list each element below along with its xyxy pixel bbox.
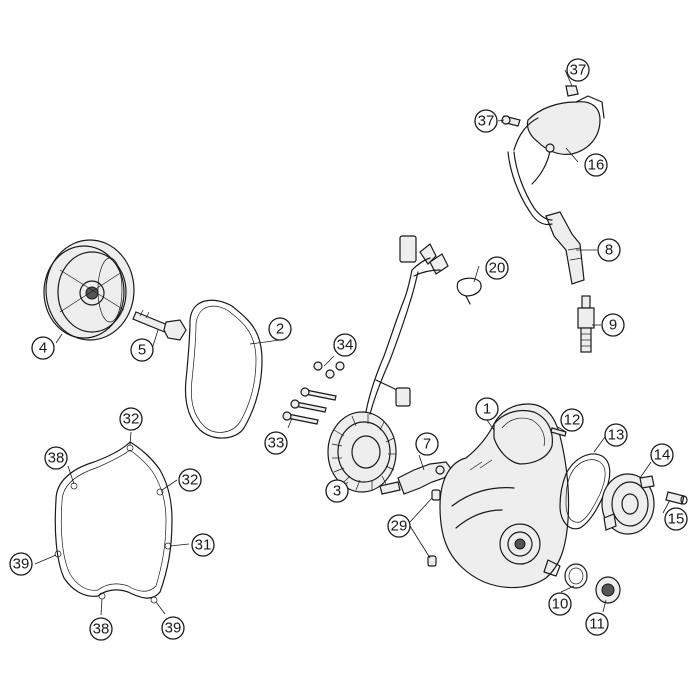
callout-number: 15 xyxy=(668,511,685,528)
callout-number: 11 xyxy=(589,616,605,633)
callout-number: 16 xyxy=(588,157,605,174)
part-gasket-2 xyxy=(184,299,263,439)
callout-1: 1 xyxy=(475,397,499,421)
part-stator xyxy=(327,235,449,493)
callout-number: 37 xyxy=(570,62,587,79)
part-dowel-pins xyxy=(427,489,441,567)
callout-20: 20 xyxy=(485,256,509,280)
callout-15: 15 xyxy=(664,507,688,531)
leader-lines xyxy=(34,69,671,616)
callout-number: 31 xyxy=(195,537,212,554)
callout-33: 33 xyxy=(264,431,288,455)
callout-31: 31 xyxy=(191,533,215,557)
part-washer xyxy=(595,576,621,604)
callout-number: 2 xyxy=(276,321,284,338)
part-starter-cover xyxy=(601,473,655,535)
callout-3: 3 xyxy=(325,479,349,503)
callout-13: 13 xyxy=(604,423,628,447)
callout-number: 3 xyxy=(333,483,341,500)
callout-8: 8 xyxy=(597,238,621,262)
callout-14: 14 xyxy=(650,443,674,467)
callout-9: 9 xyxy=(601,313,625,337)
callout-number: 38 xyxy=(48,450,65,467)
callout-number: 7 xyxy=(423,436,431,453)
callout-5: 5 xyxy=(130,338,154,362)
part-engine-cover xyxy=(439,403,570,589)
callout-number: 34 xyxy=(337,337,354,354)
callout-7: 7 xyxy=(415,432,439,456)
callout-39-left: 39 xyxy=(9,552,33,576)
callout-number: 13 xyxy=(608,427,625,444)
callout-39-right: 39 xyxy=(161,616,185,640)
callout-number: 39 xyxy=(13,556,30,573)
callout-32-top: 32 xyxy=(119,407,143,431)
callout-number: 1 xyxy=(483,401,491,418)
callout-4: 4 xyxy=(31,336,55,360)
callout-37-top: 37 xyxy=(566,58,590,82)
callout-number: 39 xyxy=(165,620,182,637)
callout-number: 10 xyxy=(552,596,569,613)
callout-number: 29 xyxy=(391,518,408,535)
callout-37-left: 37 xyxy=(474,109,498,133)
callout-number: 14 xyxy=(654,447,671,464)
callout-34: 34 xyxy=(333,333,357,357)
callout-number: 37 xyxy=(478,113,495,130)
part-cable-tie xyxy=(456,277,482,305)
callout-11: 11 xyxy=(585,612,609,636)
callout-38-top: 38 xyxy=(44,446,68,470)
part-spark-plug xyxy=(577,295,595,353)
part-flywheel-rotor xyxy=(43,239,135,341)
part-bracket xyxy=(379,461,453,495)
callout-12: 12 xyxy=(560,408,584,432)
callout-number: 20 xyxy=(489,260,506,277)
callout-38-bottom: 38 xyxy=(89,617,113,641)
part-ignition-coil xyxy=(507,95,605,226)
callout-32-right: 32 xyxy=(178,468,202,492)
callout-29: 29 xyxy=(387,514,411,538)
part-cover-gasket xyxy=(54,441,173,604)
part-coil-bolts xyxy=(501,85,579,127)
callout-number: 38 xyxy=(93,621,110,638)
part-flywheel-bolt xyxy=(132,309,187,341)
callout-number: 32 xyxy=(123,411,140,428)
part-stator-screws xyxy=(282,361,345,425)
callout-number: 32 xyxy=(182,472,199,489)
callout-number: 4 xyxy=(39,340,47,357)
part-gasket-13 xyxy=(559,453,611,530)
callout-10: 10 xyxy=(548,592,572,616)
part-screw-12 xyxy=(550,427,567,437)
callout-number: 12 xyxy=(564,412,581,429)
callout-number: 33 xyxy=(268,435,285,452)
callout-number: 5 xyxy=(138,342,146,359)
part-sleeve xyxy=(665,491,688,505)
part-spark-plug-cap xyxy=(545,211,585,285)
callout-16: 16 xyxy=(584,153,608,177)
callout-number: 8 xyxy=(605,242,613,259)
callout-number: 9 xyxy=(609,317,617,334)
callout-2: 2 xyxy=(268,317,292,341)
part-o-ring xyxy=(564,563,588,589)
